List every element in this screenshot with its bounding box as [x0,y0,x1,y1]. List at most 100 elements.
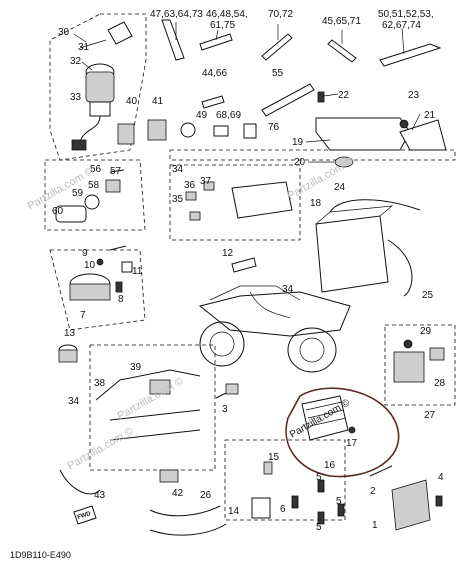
callout-label: 47,63,64,73 [150,9,203,20]
clip-44 [201,95,225,109]
wheel-front-right [287,327,337,373]
cable-tie-46 [199,33,233,51]
callout-label: 5 [336,496,342,507]
wire-group-left [55,169,125,223]
harness-wire-a [109,409,201,421]
flasher-group [369,465,443,531]
sensor-15 [263,461,273,475]
fwd-label: FWD [77,511,92,521]
harness-39-connector [149,379,171,395]
clip-68 [213,125,229,137]
fwd-tag [73,505,97,525]
lower-harness [95,369,201,441]
callout-label: 26 [200,490,212,501]
callout-label: 8 [118,294,124,305]
relay-connector-28 [429,347,445,361]
callout-label: 46,48,54, [206,9,248,20]
callout-label: 3 [222,404,228,415]
bracket-2 [369,465,393,477]
starter-group [69,245,133,301]
group-outline-sensors [224,439,346,521]
bolt-17 [348,426,356,434]
wheel-rear-left-hub [209,331,235,357]
callout-label: 29 [420,326,432,337]
watermark: Partzilla.com © [66,425,136,472]
coil-body [69,283,111,301]
frame-harness [249,291,291,319]
callout-label: 31 [78,42,90,53]
callout-label: 20 [294,157,306,168]
callout-label: 28 [434,378,446,389]
atv-frame [198,285,351,373]
callouts: 30 31 32 33 47,63,64,73 46,48,54, 61,75 … [52,9,446,533]
cable-tie-70 [261,33,293,61]
callout-label: 44,66 [202,68,227,79]
bracket-19 [315,117,411,151]
callout-label: 40 [126,96,138,107]
cdi-box [185,181,293,221]
cdi-connector-37 [203,181,215,191]
clip-76 [243,123,257,139]
clip-55 [261,83,315,117]
flasher-1 [391,479,431,531]
regulator-16 [301,395,349,441]
callout-label: 56 [90,164,102,175]
callout-label: 19 [292,137,304,148]
grommet-20 [334,156,354,168]
callout-label: 35 [172,194,184,205]
callout-label: 34 [172,164,184,175]
fuse-57 [105,179,121,193]
switch-lower [89,101,111,117]
battery-bracket-assembly [315,91,447,168]
callout-label: 12 [222,248,234,259]
diagram-code: 1D9B110-E490 [10,550,71,560]
switch-body [85,71,115,103]
wire-26 [149,505,221,517]
lower-left-harness [59,469,227,536]
callout-label: 62,67,74 [382,20,421,31]
cap-11 [121,261,133,273]
callout-label: 57 [110,166,122,177]
coil-wire-9 [109,245,127,251]
callout-label: 33 [70,92,82,103]
callout-label: 5 [316,522,322,533]
wheel-rear-left [199,321,245,367]
callout-label: 36 [184,180,196,191]
wire-26-b [149,523,227,536]
group-outline-wire-group-left [44,159,146,231]
callout-label: 17 [346,438,358,449]
connector-42 [159,469,179,483]
group-outline-cdi-box [169,164,301,241]
callout-label: 42 [172,488,184,499]
group-outline-relay [384,324,456,406]
bolt-4 [435,495,443,507]
battery-top [315,205,394,225]
cdi-box-body [231,181,293,219]
switch-connector [71,139,87,151]
callout-label: 39 [130,362,142,373]
group-outline-lower-harness [89,344,216,471]
clamp-49 [180,122,196,138]
group-outline-main-switch [49,13,147,161]
cdi-connector-36 [185,191,197,201]
fuse-holder-60 [55,205,87,223]
harness-wire-b [109,429,201,441]
wheel-front-right-hub [299,337,325,363]
sensor-13 [58,344,78,363]
callout-label: 37 [200,176,212,187]
battery-body [315,215,389,293]
sensor-5a [317,479,325,493]
callout-label: 34 [68,396,80,407]
watermarks: Partzilla.com © Partzilla.com © Partzill… [26,155,356,472]
callout-label: 15 [268,452,280,463]
battery-cable-25 [387,239,413,297]
callout-label: 59 [72,188,84,199]
callout-label: 45,65,71 [322,16,361,27]
callout-label: 9 [82,248,88,259]
callout-label: 68,69 [216,110,241,121]
bracket-21 [399,119,447,151]
plug-cap-12 [231,257,257,273]
connector-41 [147,119,167,141]
bracket-45 [327,39,357,63]
